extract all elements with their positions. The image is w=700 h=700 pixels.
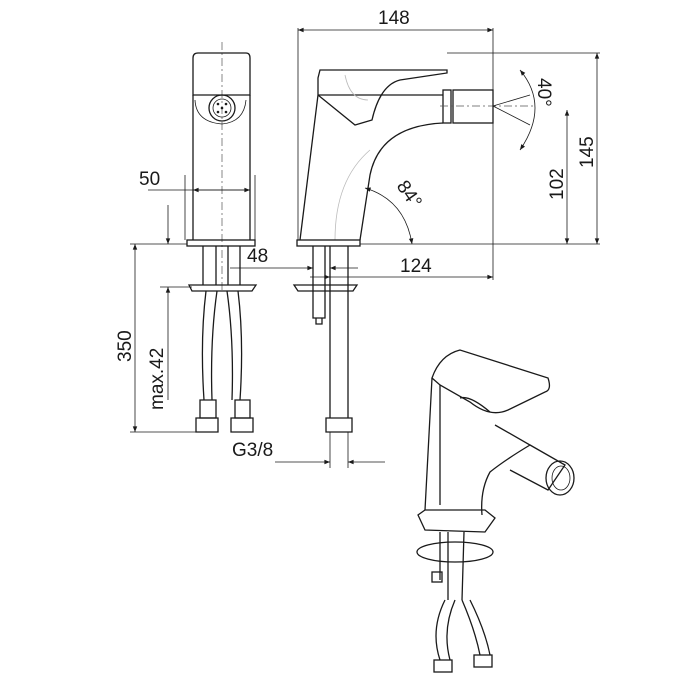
- dim-84deg: 84°: [392, 177, 426, 213]
- render-handle: [431, 349, 551, 414]
- hose-nuts: [195, 417, 254, 433]
- mixer-3d-render: [416, 349, 575, 673]
- dim-124: 124: [400, 256, 432, 277]
- fixing-stud: [312, 246, 326, 325]
- side-base-plate: [296, 239, 361, 247]
- front-base-plate: [186, 239, 256, 247]
- aerator-front: [208, 94, 236, 122]
- dim-102: 102: [547, 168, 568, 200]
- render-base: [417, 509, 496, 533]
- front-body: [192, 95, 251, 240]
- side-hose-nut: [325, 417, 353, 433]
- front-handle: [192, 52, 251, 96]
- render-nozzle: [545, 460, 575, 496]
- dim-g38: G3/8: [232, 440, 273, 461]
- dimension-lines: [130, 27, 600, 468]
- dim-max42: max.42: [147, 348, 168, 410]
- hoses-front: [201, 290, 243, 401]
- front-view: [186, 42, 258, 433]
- dim-145: 145: [577, 136, 598, 168]
- side-handle: [299, 69, 448, 241]
- side-spout: [318, 94, 444, 241]
- dim-350: 350: [115, 330, 136, 362]
- bidet-nozzle: [452, 89, 494, 124]
- dim-148: 148: [378, 8, 410, 29]
- side-view: [292, 69, 535, 433]
- dim-50: 50: [139, 169, 160, 190]
- dim-40deg: 40°: [533, 78, 554, 107]
- dim-48: 48: [247, 246, 268, 267]
- front-fixing-plate: [187, 284, 258, 292]
